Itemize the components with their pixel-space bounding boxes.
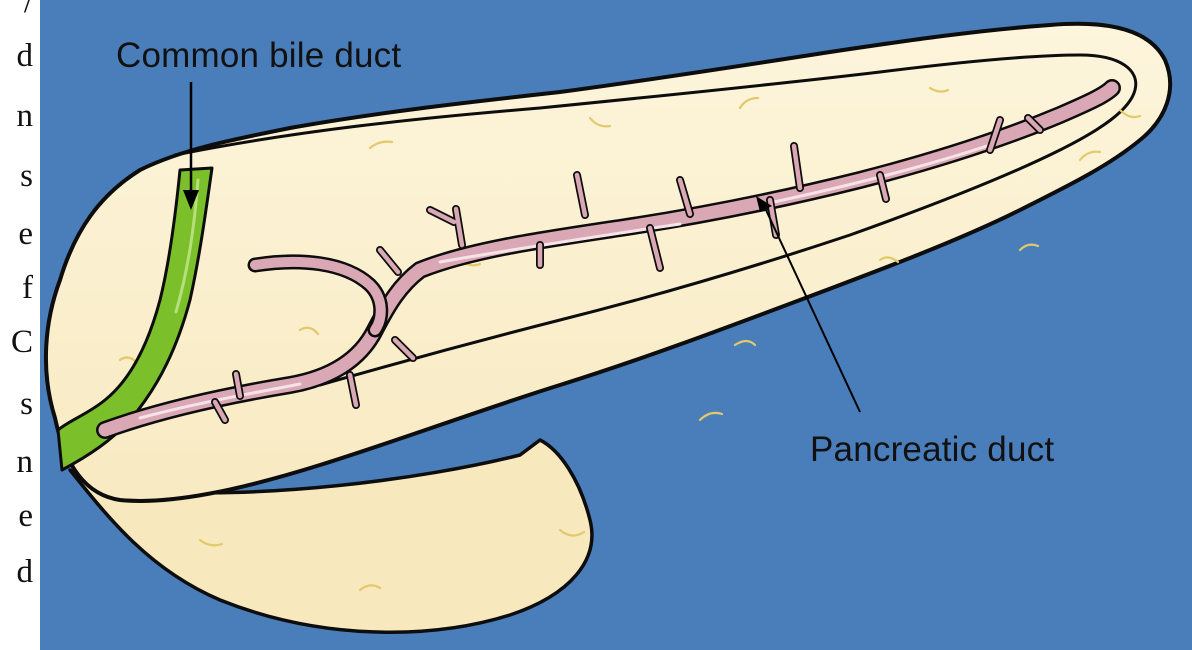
common-bile-duct-arrow [183,82,199,210]
common-bile-duct-label: Common bile duct [116,36,401,76]
pancreatic-duct-label: Pancreatic duct [810,430,1054,470]
